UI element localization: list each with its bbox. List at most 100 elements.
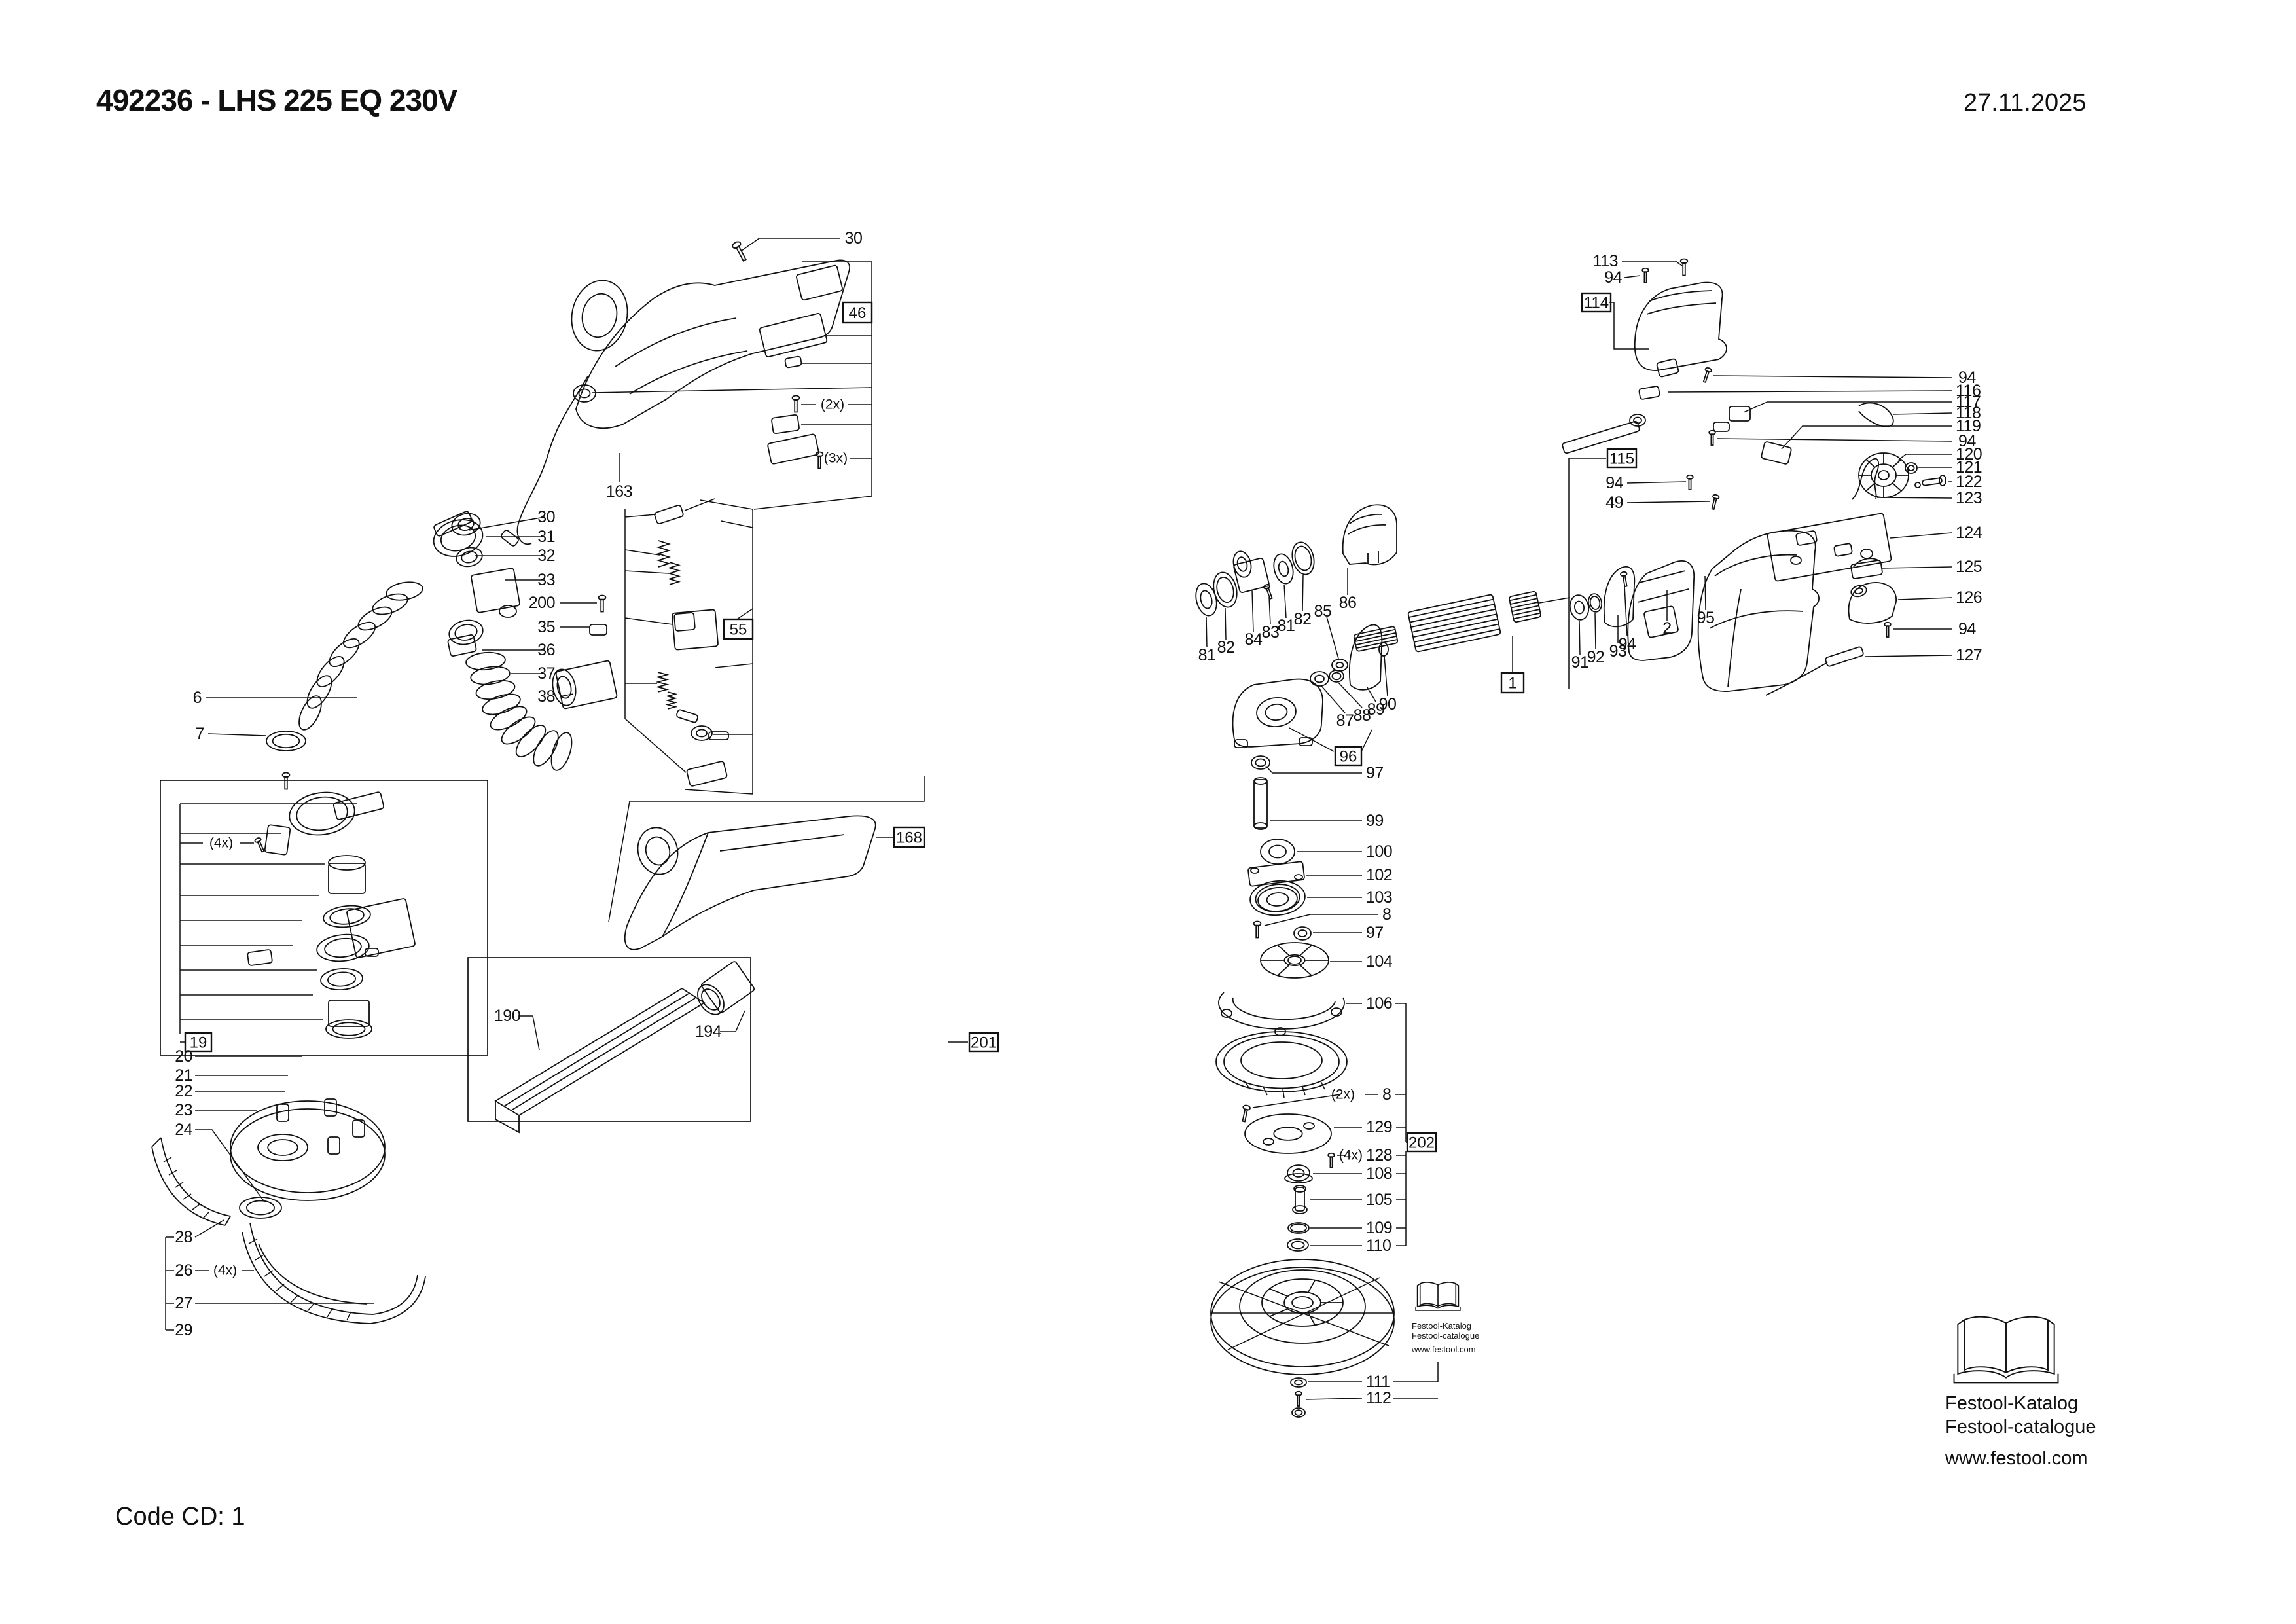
bracket-line — [700, 499, 753, 510]
group-callout-168: 168 — [896, 829, 922, 847]
part-ring — [316, 933, 370, 962]
part-plate — [352, 1119, 365, 1138]
part-shape — [1627, 560, 1695, 661]
part-callout-33: 33 — [537, 571, 555, 589]
part-ring — [1331, 659, 1348, 672]
part-callout-31: 31 — [537, 528, 555, 546]
part-plate — [447, 634, 477, 657]
bracket-line — [202, 1211, 210, 1219]
leader-line — [1622, 261, 1683, 266]
part-callout-38: 38 — [537, 687, 555, 706]
part-callout-121: 121 — [1956, 458, 1982, 477]
part-ring-inner — [1574, 600, 1585, 615]
leader-line — [1781, 425, 1952, 450]
part-screw — [1702, 367, 1712, 384]
part-plate — [796, 264, 843, 301]
part-plate — [686, 761, 728, 787]
part-ring-inner — [1335, 662, 1344, 668]
part-ring — [1213, 571, 1238, 608]
part-screw — [1708, 429, 1716, 446]
part-shape — [719, 834, 845, 852]
part-callout-106: 106 — [1366, 994, 1392, 1013]
part-shape — [1218, 992, 1345, 1030]
part-callout-49: 49 — [1605, 494, 1623, 512]
part-hose-ring — [316, 656, 345, 687]
part-plate — [1234, 739, 1248, 748]
leader-line — [1897, 597, 1952, 600]
part-plate — [1656, 358, 1679, 378]
part-ring-inner — [1633, 416, 1642, 424]
group-callout-96: 96 — [1340, 748, 1357, 766]
part-callout-93: 93 — [1609, 642, 1627, 660]
part-plate — [1253, 779, 1268, 829]
leader-line — [195, 1129, 265, 1202]
part-hatch — [1509, 594, 1541, 620]
part-callout-(4x): (4x) — [1339, 1148, 1363, 1163]
part-callout-82: 82 — [1294, 610, 1312, 628]
part-callout-94: 94 — [1958, 432, 1976, 450]
part-callout-200: 200 — [529, 594, 555, 612]
part-ring — [1331, 1007, 1342, 1017]
part-fan-hub — [1283, 1291, 1321, 1314]
leader-line — [1865, 655, 1952, 657]
bracket-line — [248, 1238, 258, 1244]
part-shape — [1603, 566, 1636, 628]
part-callout-8: 8 — [1382, 1085, 1391, 1104]
part-spring — [665, 691, 678, 710]
group-callout-1: 1 — [1508, 675, 1516, 693]
leader-line — [1268, 596, 1271, 625]
part-ring — [1253, 777, 1268, 785]
part-callout-8: 8 — [1382, 905, 1391, 924]
leader-line — [194, 1219, 224, 1238]
part-ring-inner — [1854, 587, 1863, 595]
bracket-line — [264, 1270, 274, 1277]
part-callout-30: 30 — [845, 229, 863, 247]
group-callout-46: 46 — [849, 304, 867, 322]
part-screw — [1686, 474, 1694, 490]
part-fan-hub — [1273, 1127, 1303, 1141]
part-ring-inner — [1291, 1240, 1305, 1250]
part-callout-20: 20 — [175, 1047, 192, 1066]
group-callout-box — [1606, 448, 1638, 469]
part-plate — [264, 824, 291, 856]
part-shape — [258, 1243, 367, 1305]
part-shape — [1637, 570, 1689, 603]
part-ring — [1221, 1009, 1232, 1018]
part-hatch — [1408, 598, 1500, 648]
bracket-line — [753, 496, 872, 510]
part-callout-163: 163 — [606, 482, 632, 501]
part-callout-(4x): (4x) — [209, 836, 233, 851]
part-hose-ring — [342, 621, 376, 649]
part-ring-inner — [1223, 1034, 1340, 1089]
part-ring-inner — [645, 836, 671, 866]
part-shape — [1232, 997, 1336, 1020]
part-shape — [629, 350, 748, 395]
part-shape — [615, 317, 737, 367]
part-ring-inner — [1907, 465, 1915, 471]
part-callout-(2x): (2x) — [821, 397, 844, 412]
part-callout-194: 194 — [695, 1022, 722, 1041]
leader-line — [468, 516, 545, 531]
part-callout-(4x): (4x) — [213, 1263, 237, 1278]
part-ring — [1239, 1269, 1366, 1344]
subassembly-frame — [160, 780, 488, 1056]
part-callout-2: 2 — [1662, 619, 1671, 638]
bracket-line — [624, 718, 687, 773]
bracket-line — [1302, 1086, 1306, 1096]
part-callout-21: 21 — [175, 1066, 192, 1085]
part-plate — [676, 709, 698, 723]
part-ring-inner — [1266, 892, 1289, 907]
leader-line — [1579, 620, 1581, 655]
part-shape — [151, 1137, 231, 1226]
part-ring-inner — [327, 971, 356, 987]
part-callout-128: 128 — [1366, 1146, 1392, 1164]
catalog-book-icon-small — [1415, 1282, 1461, 1311]
part-ring — [323, 905, 371, 928]
catalog-url: www.festool.com — [1945, 1448, 2088, 1469]
part-fan-blade — [1269, 1288, 1288, 1297]
part-ring — [1293, 1185, 1306, 1193]
part-plate — [784, 355, 802, 369]
part-plate — [654, 505, 684, 524]
part-shape — [151, 1146, 226, 1226]
